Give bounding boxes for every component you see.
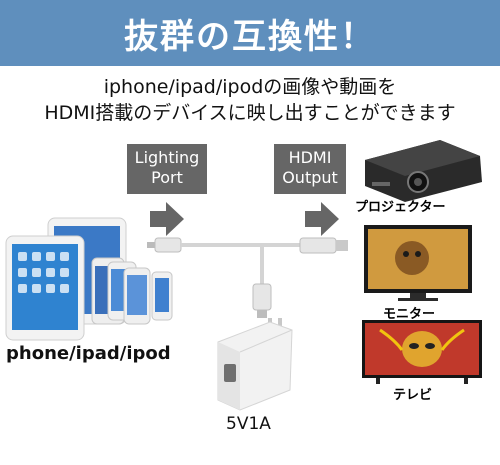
hdmi-label-line-1: HDMI bbox=[288, 148, 332, 167]
devices-label: phone/ipad/ipod bbox=[6, 343, 171, 364]
power-rating-label: 5V1A bbox=[226, 414, 271, 434]
cable-icon bbox=[147, 237, 348, 318]
tv-icon bbox=[362, 320, 482, 384]
hdmi-label-line-2: Output bbox=[282, 168, 338, 187]
tv-caption: テレビ bbox=[393, 388, 433, 403]
arrow-right-icon bbox=[305, 202, 339, 236]
banner-title: 抜群の互換性！ bbox=[124, 16, 376, 57]
projector-caption: プロジェクター bbox=[355, 200, 446, 215]
lighting-label-line-2: Port bbox=[151, 168, 183, 187]
lighting-port-label: Lighting Port bbox=[127, 144, 207, 194]
projector-icon bbox=[365, 140, 482, 202]
arrow-right-icon bbox=[150, 202, 184, 236]
ios-devices-icon bbox=[5, 217, 173, 341]
lighting-label-line-1: Lighting bbox=[134, 148, 200, 167]
subtitle-line-1: iphone/ipad/ipodの画像や動画を bbox=[103, 76, 397, 98]
header-banner: 抜群の互換性！ bbox=[0, 0, 500, 66]
hdmi-output-label: HDMI Output bbox=[274, 144, 346, 194]
subtitle-line-2: HDMI搭載のデバイスに映し出すことができます bbox=[44, 102, 456, 124]
power-adapter-icon bbox=[217, 318, 293, 411]
monitor-icon bbox=[364, 225, 472, 301]
monitor-caption: モニター bbox=[383, 307, 436, 322]
